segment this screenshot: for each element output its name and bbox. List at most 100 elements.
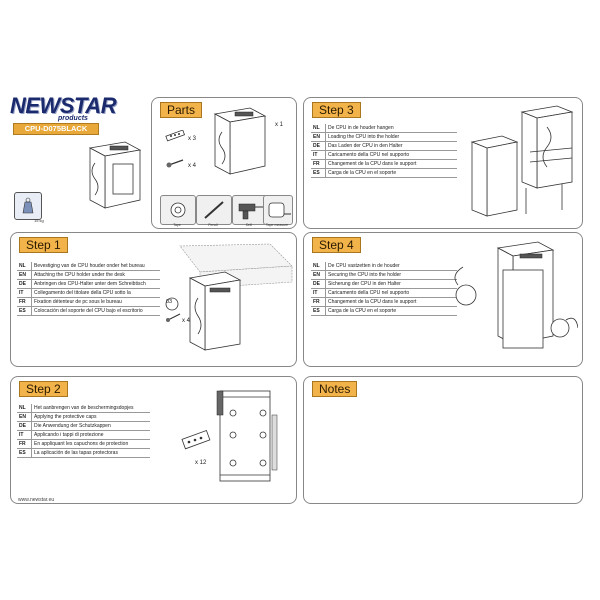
tool-label-drill: Drill <box>245 223 253 227</box>
drill-icon <box>232 195 268 225</box>
language-code: FR <box>17 439 32 449</box>
language-code: EN <box>311 270 326 280</box>
language-code: ES <box>17 448 32 458</box>
language-code: ES <box>311 306 326 316</box>
instruction-text: Anbringen des CPU-Halter unter dem Schre… <box>31 279 160 289</box>
instruction-text: Securing the CPU into the holder <box>325 270 457 280</box>
tool-label-pencil: Pencil <box>208 223 218 227</box>
pencil-icon <box>196 195 232 225</box>
logo-sub: products <box>58 115 88 122</box>
language-code: EN <box>17 270 32 280</box>
instruction-text: Das Laden der CPU in den Halter <box>325 141 457 151</box>
step1-callout: 03 <box>166 299 173 305</box>
step1-qty: x 4 <box>182 318 191 324</box>
tape-icon <box>160 195 196 225</box>
parts-qty-3: x 3 <box>188 136 197 142</box>
step2-qty: x 12 <box>195 460 207 466</box>
language-code: IT <box>311 150 326 160</box>
instruction-text: Het aanbrengen van de beschermingsdopjes <box>31 404 150 413</box>
tape-measure-icon <box>263 195 293 225</box>
instruction-text: Changement de la CPU dans le support <box>325 159 457 169</box>
weight-label: 15 kg <box>34 218 44 223</box>
language-code: DE <box>311 141 326 151</box>
language-code: FR <box>311 297 326 307</box>
instruction-text: Colocación del soporte del CPU bajo el e… <box>31 306 160 316</box>
language-code: IT <box>311 288 326 298</box>
language-code: NL <box>311 124 326 133</box>
tool-label-tape-measure: Tape measure <box>265 223 289 227</box>
language-code: FR <box>17 297 32 307</box>
step4-illustration <box>454 241 578 349</box>
step1-title: Step 1 <box>19 237 68 253</box>
instruction-text: Sicherung der CPU in den Halter <box>325 279 457 289</box>
instruction-text: En appliquant les capuchons de protectio… <box>31 439 150 449</box>
instruction-text: Loading the CPU into the holder <box>325 132 457 142</box>
parts-qty-1: x 1 <box>275 122 284 128</box>
parts-qty-4: x 4 <box>188 163 197 169</box>
instruction-text: Carga de la CPU en el soporte <box>325 168 457 178</box>
weight-icon <box>14 192 42 220</box>
instruction-text: Applying the protective caps <box>31 412 150 422</box>
cap-strip-icon <box>165 130 185 142</box>
footer-url: www.newstar.eu <box>18 497 55 503</box>
instruction-text: Attaching the CPU holder under the desk <box>31 270 160 280</box>
step3-illustration <box>470 105 574 217</box>
language-code: NL <box>17 404 32 413</box>
language-code: ES <box>17 306 32 316</box>
language-code: ES <box>311 168 326 178</box>
newstar-logo: NEWSTAR products <box>10 93 117 125</box>
language-code: DE <box>17 421 32 431</box>
instruction-text: Changement de la CPU dans le support <box>325 297 457 307</box>
instruction-text: Caricamento della CPU nel supporto <box>325 150 457 160</box>
parts-holder-illustration <box>213 107 267 175</box>
step1-illustration <box>165 243 293 351</box>
model-badge: CPU-D075BLACK <box>13 123 99 135</box>
logo-text: NEWSTAR <box>10 93 117 118</box>
language-code: IT <box>17 288 32 298</box>
language-code: IT <box>17 430 32 440</box>
parts-title: Parts <box>160 102 203 118</box>
step2-title: Step 2 <box>19 381 68 397</box>
language-code: NL <box>311 262 326 271</box>
instruction-text: Applicando i tappi di protezione <box>31 430 150 440</box>
notes-title: Notes <box>312 381 358 397</box>
instruction-text: Bevestiging van de CPU houder onder het … <box>31 262 160 271</box>
language-code: EN <box>17 412 32 422</box>
language-code: DE <box>311 279 326 289</box>
step3-title: Step 3 <box>312 102 361 118</box>
instruction-text: De CPU in de houder hangen <box>325 124 457 133</box>
language-code: DE <box>17 279 32 289</box>
instruction-text: Carga de la CPU en el soporte <box>325 306 457 316</box>
notes-panel: Notes <box>303 376 583 504</box>
language-code: NL <box>17 262 32 271</box>
instruction-text: Collegamento del titolare della CPU sott… <box>31 288 160 298</box>
language-code: EN <box>311 132 326 142</box>
instruction-text: Fixation détenteur de pc sous le bureau <box>31 297 160 307</box>
